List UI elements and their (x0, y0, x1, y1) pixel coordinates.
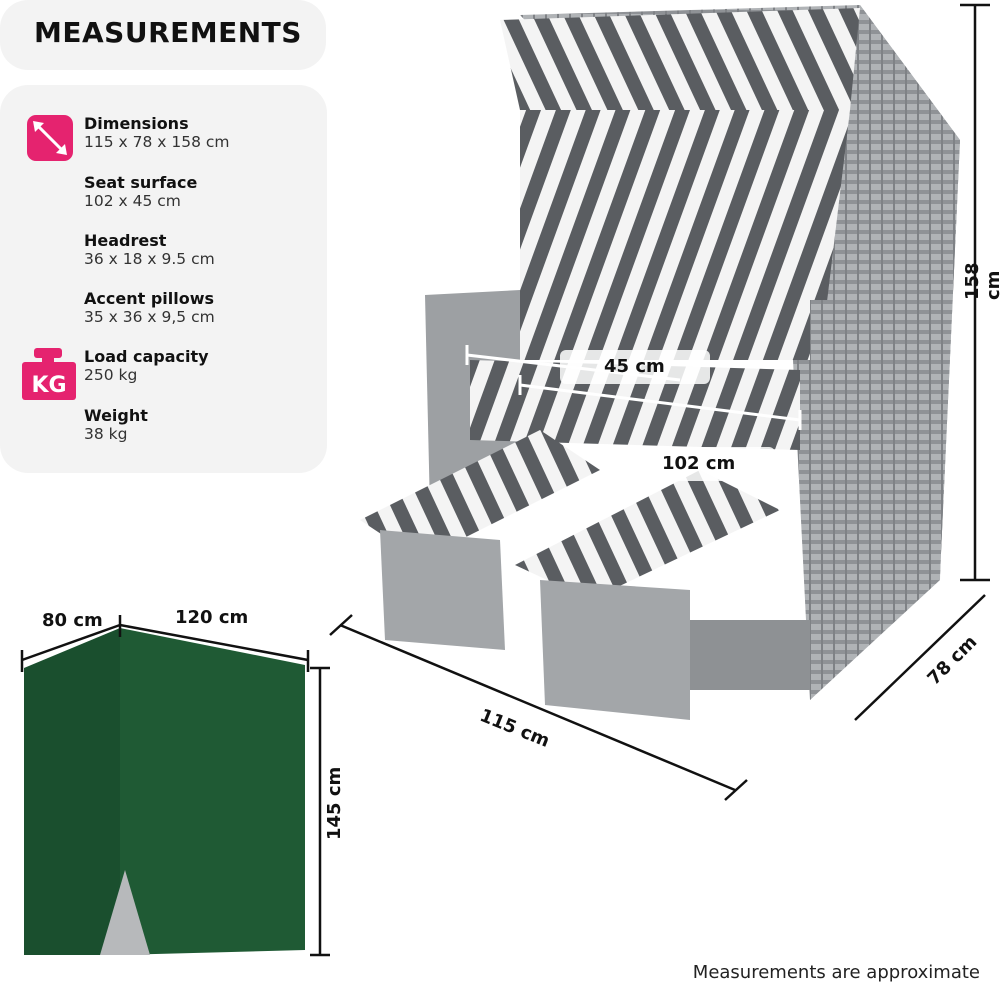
cover-width-label: 120 cm (175, 607, 249, 628)
disclaimer-note: Measurements are approximate (692, 962, 980, 983)
spec-label: Load capacity (84, 347, 209, 366)
weight-kg-icon: KG (22, 348, 76, 400)
spec-value: 36 x 18 x 9.5 cm (84, 250, 215, 268)
page-title: MEASUREMENTS (34, 16, 302, 49)
seat-width-label: 102 cm (662, 453, 736, 474)
depth-label: 78 cm (923, 631, 982, 690)
spec-label: Seat surface (84, 173, 198, 192)
title-box: MEASUREMENTS (0, 0, 326, 70)
seat-depth-label: 45 cm (604, 356, 665, 377)
resize-arrows-icon (27, 115, 73, 161)
spec-value: 115 x 78 x 158 cm (84, 133, 230, 151)
width-label: 115 cm (476, 705, 553, 752)
spec-label: Dimensions (84, 114, 189, 133)
spec-label: Headrest (84, 231, 167, 250)
kg-label: KG (31, 373, 66, 398)
cover-depth-label: 80 cm (42, 610, 103, 631)
cover-height-label: 145 cm (324, 766, 345, 840)
spec-label: Weight (84, 406, 148, 425)
spec-value: 102 x 45 cm (84, 192, 181, 210)
spec-value: 35 x 36 x 9,5 cm (84, 308, 215, 326)
height-label: 158 cm (962, 262, 1000, 300)
cover (24, 628, 305, 955)
spec-label: Accent pillows (84, 289, 215, 308)
spec-value: 250 kg (84, 366, 138, 384)
spec-value: 38 kg (84, 425, 128, 443)
